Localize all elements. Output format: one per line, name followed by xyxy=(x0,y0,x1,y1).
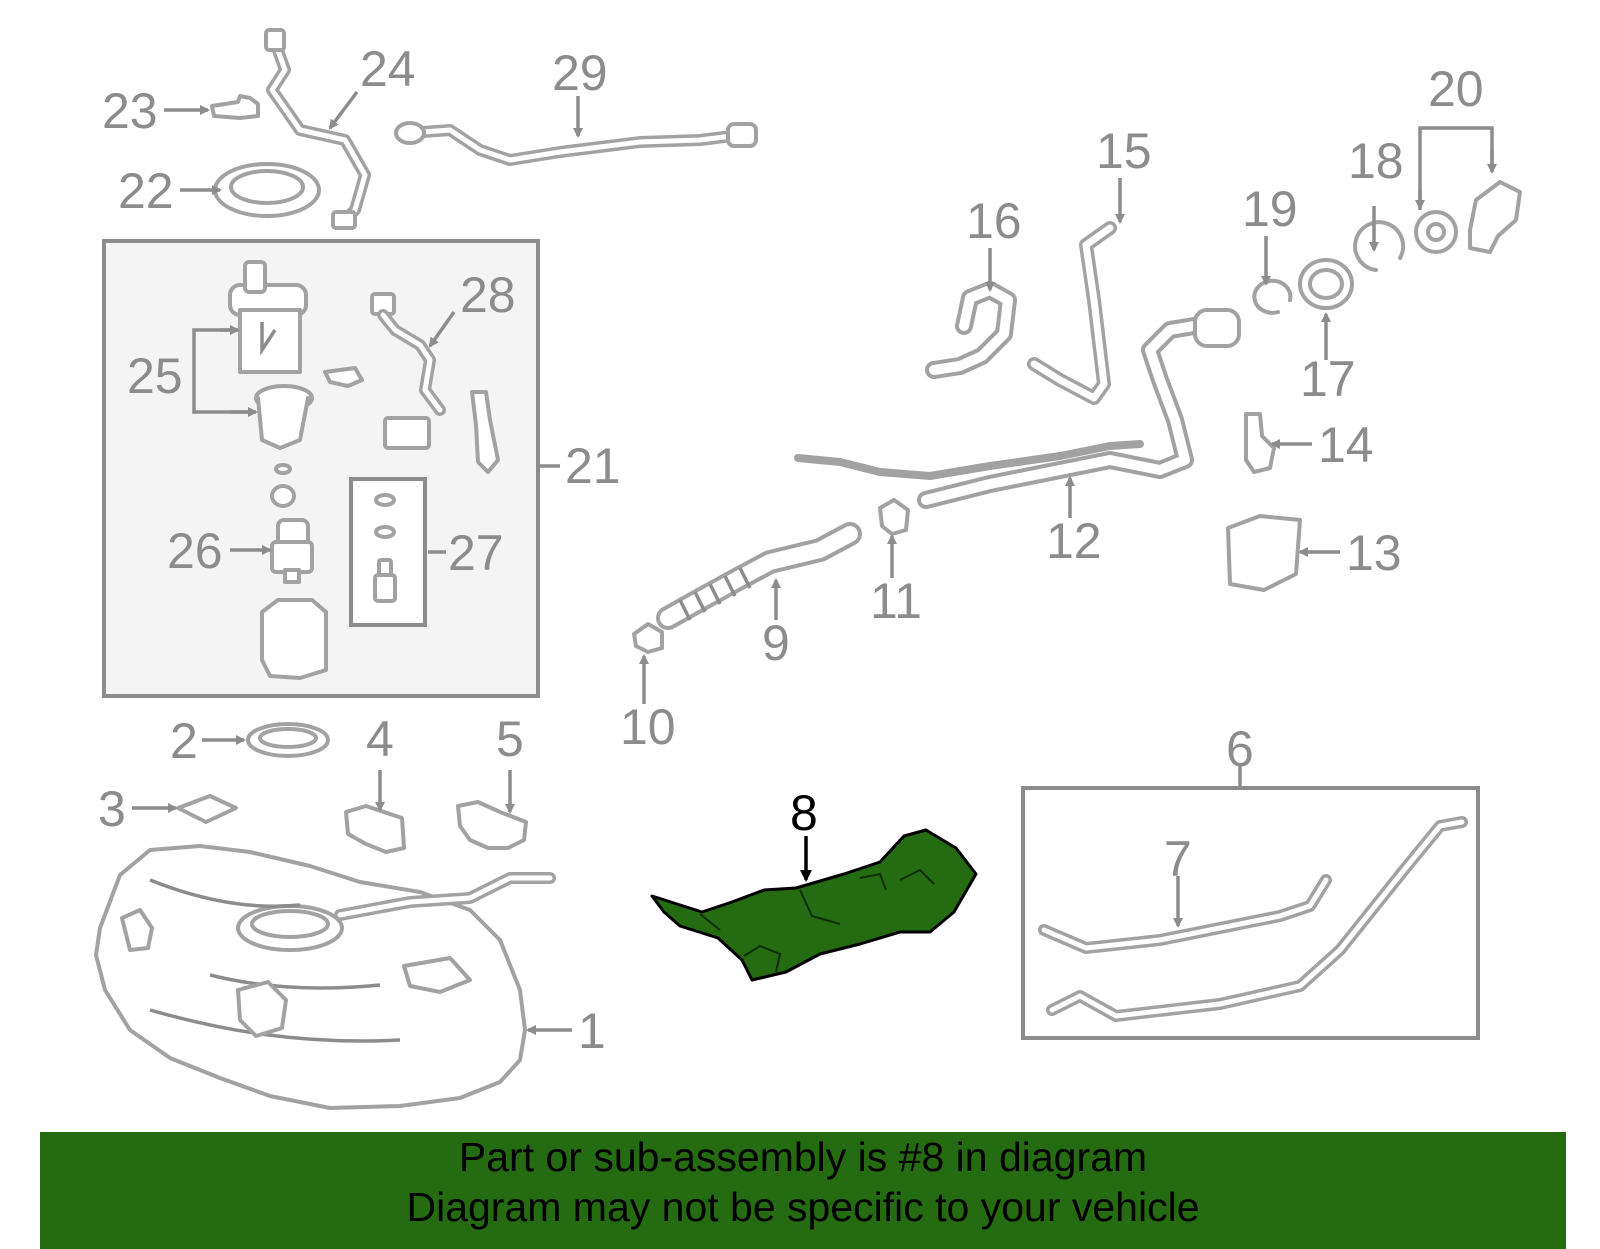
callout-11: 11 xyxy=(870,573,922,629)
callout-2: 2 xyxy=(170,713,198,769)
part-4-valve[interactable] xyxy=(344,804,406,854)
part-24-harness[interactable] xyxy=(264,28,371,230)
callout-16: 16 xyxy=(966,193,1022,249)
part-12-filler-pipe[interactable] xyxy=(794,308,1241,509)
part-23-bracket[interactable] xyxy=(210,94,260,120)
callout-4: 4 xyxy=(366,711,394,767)
callout-18: 18 xyxy=(1348,133,1404,189)
group-box-6 xyxy=(1021,786,1480,1040)
part-25-pump-module[interactable] xyxy=(228,260,364,450)
callout-7: 7 xyxy=(1164,831,1192,887)
callout-20: 20 xyxy=(1428,61,1484,117)
part-28-sender[interactable] xyxy=(370,292,500,474)
part-9-filler-hose[interactable] xyxy=(656,522,862,630)
callout-labels: 23 24 29 22 28 25 21 26 27 2 4 5 3 1 10 … xyxy=(98,41,1484,1059)
callout-5: 5 xyxy=(496,711,524,767)
part-15-vent-tube[interactable] xyxy=(1027,221,1117,405)
part-16-hose[interactable] xyxy=(925,281,1017,379)
callout-9: 9 xyxy=(762,615,790,671)
part-27-seal-kit[interactable] xyxy=(373,493,397,603)
callout-19: 19 xyxy=(1242,181,1298,237)
part-20-cap-assembly[interactable] xyxy=(1414,180,1522,254)
part-1-fuel-tank[interactable] xyxy=(94,844,556,1110)
callout-22: 22 xyxy=(118,163,174,219)
callout-13: 13 xyxy=(1346,525,1402,581)
footer-line-1: Part or sub-assembly is #8 in diagram xyxy=(458,1134,1148,1180)
part-3-pad[interactable] xyxy=(176,794,238,824)
pump-filter-cup[interactable] xyxy=(260,598,328,680)
callout-14: 14 xyxy=(1318,417,1374,473)
callout-10: 10 xyxy=(620,699,676,755)
leader-lines xyxy=(132,90,1497,1035)
part-22-retainer-ring[interactable] xyxy=(213,162,321,218)
callout-26: 26 xyxy=(167,523,223,579)
part-19-snap-ring[interactable] xyxy=(1252,278,1293,315)
part-2-gasket[interactable] xyxy=(246,722,330,758)
callout-29: 29 xyxy=(552,45,608,101)
part-8-heat-shield[interactable] xyxy=(650,828,978,982)
callout-27: 27 xyxy=(448,525,504,581)
part-5-vent-valve[interactable] xyxy=(456,800,528,850)
callout-17: 17 xyxy=(1300,351,1356,407)
part-14-valve[interactable] xyxy=(1244,412,1276,474)
part-11-clamp[interactable] xyxy=(878,498,910,536)
callout-6: 6 xyxy=(1226,721,1254,777)
part-17-gasket[interactable] xyxy=(1298,258,1354,310)
callout-1: 1 xyxy=(578,1003,606,1059)
callout-23: 23 xyxy=(102,83,158,139)
footer-line-2: Diagram may not be specific to your vehi… xyxy=(406,1184,1200,1230)
callout-25: 25 xyxy=(127,348,183,404)
part-10-clamp[interactable] xyxy=(632,622,664,654)
part-26-fuel-pump[interactable] xyxy=(270,463,314,584)
callout-3: 3 xyxy=(98,781,126,837)
callout-28: 28 xyxy=(460,267,516,323)
callout-15: 15 xyxy=(1096,123,1152,179)
part-29-hose[interactable] xyxy=(394,121,758,166)
footer-banner: Part or sub-assembly is #8 in diagram Di… xyxy=(40,1132,1566,1249)
part-18-snap-ring[interactable] xyxy=(1353,220,1406,272)
callout-24: 24 xyxy=(360,41,416,97)
part-13-protector[interactable] xyxy=(1226,514,1302,592)
callout-12: 12 xyxy=(1046,513,1102,569)
callout-8: 8 xyxy=(790,785,818,841)
part-7-strap[interactable] xyxy=(1038,874,1332,954)
part-6-strap-set[interactable] xyxy=(1046,816,1468,1022)
part-8-shape[interactable] xyxy=(650,828,978,982)
callout-21: 21 xyxy=(565,438,621,494)
